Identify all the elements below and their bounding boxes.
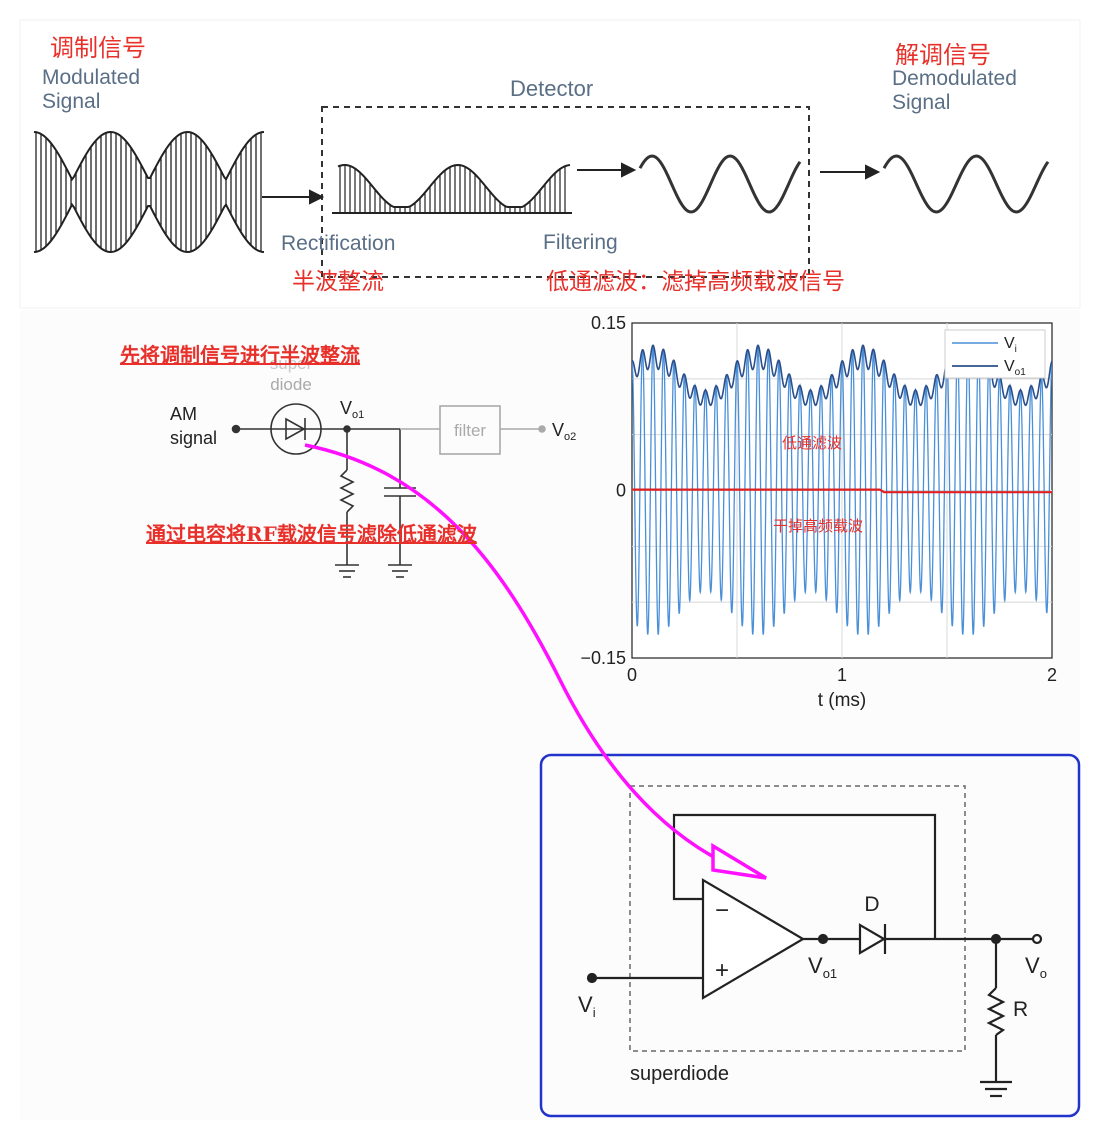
y-tick-label: 0.15 — [591, 313, 626, 333]
demodulated-sine-waveform — [882, 154, 1050, 214]
diode-symbol-icon — [285, 417, 306, 441]
superdiode-dashed-box — [629, 785, 966, 1052]
opamp-minus-sign: − — [715, 897, 729, 924]
annotation-lowpass: 低通滤波 — [782, 434, 842, 452]
rectified-waveform — [337, 163, 571, 213]
x-tick-label: 0 — [627, 665, 637, 685]
filter-label: filter — [454, 421, 486, 440]
y-tick-label: 0 — [616, 481, 626, 501]
demodulated-en-line2: Signal — [892, 91, 951, 114]
modulated-en-line1: Modulated — [42, 66, 141, 89]
superdiode-circuit — [586, 813, 1043, 1098]
resistor-r-icon — [986, 987, 1006, 1036]
rectifier-circuit — [231, 403, 546, 578]
signal-label: signal — [170, 428, 217, 448]
diode-label: diode — [270, 375, 312, 394]
series-filtered-line — [632, 488, 1052, 494]
am-label: AM — [170, 404, 197, 424]
modulated-zh-label: 调制信号 — [50, 34, 146, 62]
demodulated-en-label: Demodulated Signal — [892, 67, 1017, 115]
legend — [944, 329, 1046, 379]
resistor-icon — [339, 469, 355, 513]
demodulated-en-line1: Demodulated — [892, 67, 1017, 90]
superdiode-circle — [270, 403, 322, 455]
op-amp-icon — [701, 878, 806, 1000]
vo1-circuit1-label: Vo1 — [340, 398, 364, 421]
x-tick-label: 1 — [837, 665, 847, 685]
vo-label: Vo — [1025, 953, 1047, 981]
top-panel — [19, 19, 1081, 309]
feedback-wire — [672, 813, 937, 939]
note-halfwave-rectify: 先将调制信号进行半波整流 — [120, 343, 360, 367]
filtered-sine-waveform — [638, 154, 802, 214]
modulated-en-label: Modulated Signal — [42, 66, 140, 114]
vi-label: Vi — [578, 992, 596, 1020]
superdiode-highlight-frame — [539, 753, 1081, 1118]
flow-arrows — [262, 162, 881, 205]
filtering-label: Filtering — [543, 231, 618, 254]
halfwave-zh-label: 半波整流 — [292, 269, 384, 295]
diode-d-label: D — [864, 893, 879, 916]
opamp-plus-sign: + — [715, 957, 729, 984]
rectification-label: Rectification — [281, 232, 396, 255]
magenta-arrowhead-icon — [711, 842, 767, 880]
vi-input-node — [586, 972, 598, 984]
vo-output-node — [1031, 933, 1043, 945]
x-tick-label: 2 — [1047, 665, 1057, 685]
vo1-label: Vo1 — [808, 953, 837, 981]
legend-label-vi: Vi — [1004, 335, 1017, 355]
super-label: super — [270, 354, 313, 373]
diode-d-icon — [858, 923, 887, 955]
superdiode-label: superdiode — [630, 1063, 729, 1085]
ground-icon — [388, 564, 412, 578]
ground-icon — [335, 564, 359, 578]
detector-box — [321, 106, 810, 278]
y-tick-label: −0.15 — [580, 648, 626, 668]
annotation-remove-carrier: 干掉高频载波 — [773, 517, 863, 535]
r-label: R — [1013, 998, 1028, 1021]
modulated-signal-waveform — [33, 131, 265, 253]
filter-block — [439, 405, 501, 455]
note-capacitor-filter: 通过电容将RF载波信号滤除低通滤波 — [146, 522, 477, 546]
lowpass-zh-label: 低通滤波：滤掉高频载波信号 — [546, 269, 845, 295]
modulated-en-line2: Signal — [42, 90, 101, 113]
detector-label: Detector — [510, 76, 594, 101]
x-axis-label: t (ms) — [818, 690, 867, 711]
vo2-label: Vo2 — [552, 420, 576, 443]
ground-icon — [980, 1080, 1012, 1098]
legend-label-vo1: Vo1 — [1004, 358, 1026, 378]
magenta-pointer-arrow — [304, 443, 746, 874]
demodulated-zh-label: 解调信号 — [895, 41, 991, 69]
